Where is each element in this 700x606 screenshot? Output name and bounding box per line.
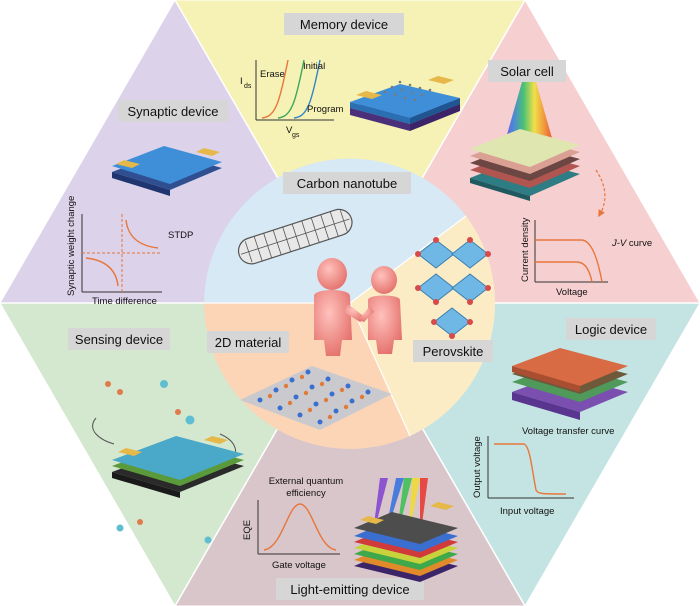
synaptic-illustration [112,146,222,196]
handshake-figures-illustration [314,258,402,356]
solar-title: Solar cell [500,64,554,79]
program-label: Program [307,104,344,115]
cnt-label: Carbon nanotube [297,176,397,191]
eqe-title1: External quantum [269,476,344,487]
memory-x-label: V [286,125,293,136]
two-d-lattice-illustration [240,366,392,430]
logic-device-illustration [512,348,628,420]
logic-title-plot: Voltage transfer curve [522,426,614,437]
solar-xlabel: Voltage [556,287,588,298]
solar-plot: Current density Voltage J-V curve [520,217,652,298]
initial-label: Initial [303,61,325,72]
logic-ylabel: Output voltage [472,436,483,498]
jv-italic: J-V [611,238,628,249]
sensing-title: Sensing device [75,332,163,347]
logic-title: Logic device [575,322,647,337]
memory-title-box [284,13,404,35]
synaptic-plot: Synaptic weight change Time difference S… [66,196,193,307]
eqe-xlabel: Gate voltage [272,560,326,571]
memory-plot: I ds V gs Erase Initial Program [240,59,344,139]
jv-label: J-V curve [611,238,652,249]
perovskite-sector [350,216,496,436]
two-d-label: 2D material [215,335,282,350]
memory-sector [175,0,525,303]
sensing-illustration [92,380,244,544]
solar-cell-illustration [470,82,580,201]
light-title: Light-emitting device [290,582,409,597]
perovskite-illustration [415,237,491,339]
carbon-nanotube-illustration [237,208,353,265]
synaptic-ylabel: Synaptic weight change [66,196,77,296]
erase-label: Erase [260,69,285,80]
memory-x-sub: gs [292,132,300,139]
solar-arrow [595,169,606,218]
memory-y-sub: ds [244,83,252,90]
led-illustration [354,478,458,582]
memory-y-label: I [240,76,243,87]
solar-ylabel: Current density [520,217,531,282]
memory-device-illustration [350,76,460,131]
logic-xlabel: Input voltage [500,506,554,517]
logic-plot: Voltage transfer curve Output voltage In… [472,426,614,517]
eqe-ylabel: EQE [242,520,253,540]
synaptic-xlabel: Time difference [92,296,157,307]
synaptic-title: Synaptic device [127,104,218,119]
memory-title: Memory device [300,17,388,32]
eqe-title2: efficiency [286,488,326,499]
eqe-plot: External quantum efficiency EQE Gate vol… [242,476,343,571]
perovskite-label: Perovskite [423,344,484,359]
stdp-label: STDP [168,230,193,241]
jv-suffix: curve [626,238,652,249]
